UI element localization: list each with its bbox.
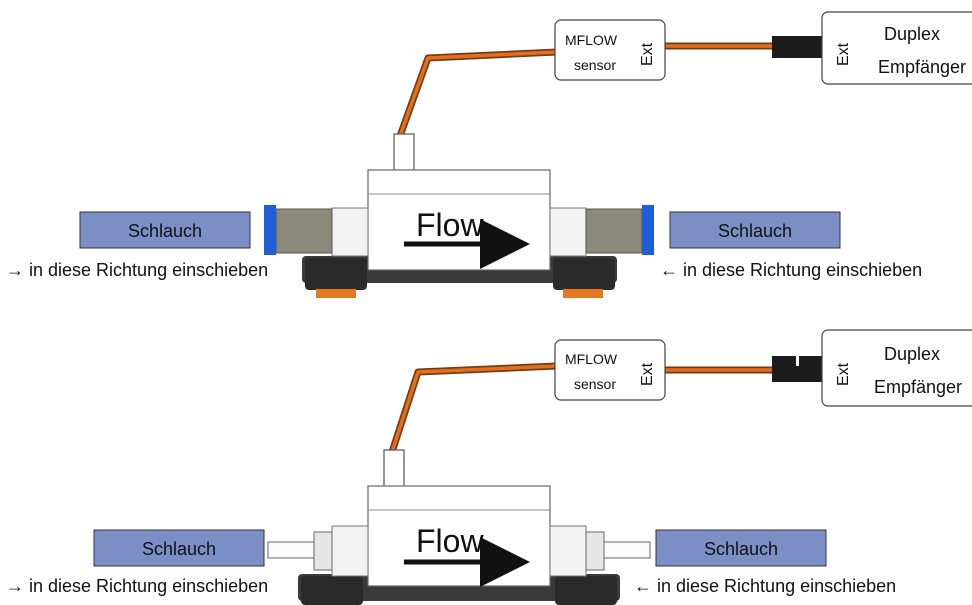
tube-right: Schlauch ← in diese Richtung einschieben (660, 211, 922, 280)
tube-label-left: Schlauch (142, 539, 216, 559)
sensor-label-line1: MFLOW (565, 32, 618, 48)
fitting-collar-right (642, 205, 654, 255)
flow-label: Flow (416, 207, 484, 243)
sensor-label-line1: MFLOW (565, 351, 618, 367)
receiver-port-label: Ext (835, 362, 852, 386)
connector-plug (772, 36, 822, 58)
orange-pad-left (316, 289, 356, 298)
sensor-label-line2: sensor (574, 376, 616, 392)
receiver-box: Ext Duplex Empfänger (821, 329, 972, 407)
fitting-right (585, 531, 605, 571)
flow-sensor-body: Flow (267, 449, 651, 605)
sensor-port-label: Ext (639, 42, 656, 66)
sensor-label-line2: sensor (574, 57, 616, 73)
cable-strain-relief (393, 133, 415, 173)
sensor-port-label: Ext (639, 362, 656, 386)
sensor-cable (388, 362, 558, 454)
fitting-left (313, 531, 333, 571)
receiver-cable (664, 356, 822, 382)
mflow-sensor-box: MFLOW sensor Ext (554, 339, 666, 401)
panel-top: MFLOW sensor Ext Ext Duplex Empfänger Fl… (6, 11, 972, 298)
flow-label: Flow (416, 523, 484, 559)
receiver-label-line2: Empfänger (878, 57, 966, 77)
mount-foot-left (301, 576, 363, 605)
insert-hint-right: ← in diese Richtung einschieben (660, 260, 922, 280)
barb-stub-left (267, 541, 315, 559)
receiver-box: Ext Duplex Empfänger (821, 11, 972, 85)
port-thread-right (549, 207, 587, 257)
tube-left: Schlauch → in diese Richtung einschieben (6, 211, 268, 280)
tube-label-right: Schlauch (704, 539, 778, 559)
mount-foot-right (553, 258, 615, 290)
insert-hint-left: → in diese Richtung einschieben (6, 260, 268, 280)
port-thread-left (331, 525, 369, 577)
port-thread-left (331, 207, 369, 257)
panel-bottom: MFLOW sensor Ext Ext Duplex Empfänger Fl… (6, 329, 972, 605)
mflow-sensor-box: MFLOW sensor Ext (554, 19, 666, 81)
mount-foot-right (555, 576, 617, 605)
fitting-right (585, 208, 643, 254)
receiver-label-line1: Duplex (884, 24, 940, 44)
tube-left: Schlauch → in diese Richtung einschieben (6, 529, 268, 596)
receiver-cable (664, 36, 822, 58)
fitting-collar-left (264, 205, 276, 255)
tube-right: Schlauch ← in diese Richtung einschieben (634, 529, 896, 596)
cable-strain-relief (383, 449, 405, 489)
receiver-label-line2: Empfänger (874, 377, 962, 397)
tube-label-left: Schlauch (128, 221, 202, 241)
port-thread-right (549, 525, 587, 577)
barb-stub-right (603, 541, 651, 559)
mount-foot-left (305, 258, 367, 290)
tube-label-right: Schlauch (718, 221, 792, 241)
orange-pad-right (563, 289, 603, 298)
receiver-label-line1: Duplex (884, 344, 940, 364)
fitting-left (275, 208, 333, 254)
flow-sensor-body: Flow (264, 133, 654, 298)
sensor-cable (396, 48, 558, 138)
insert-hint-right: ← in diese Richtung einschieben (634, 576, 896, 596)
receiver-port-label: Ext (835, 42, 852, 66)
insert-hint-left: → in diese Richtung einschieben (6, 576, 268, 596)
